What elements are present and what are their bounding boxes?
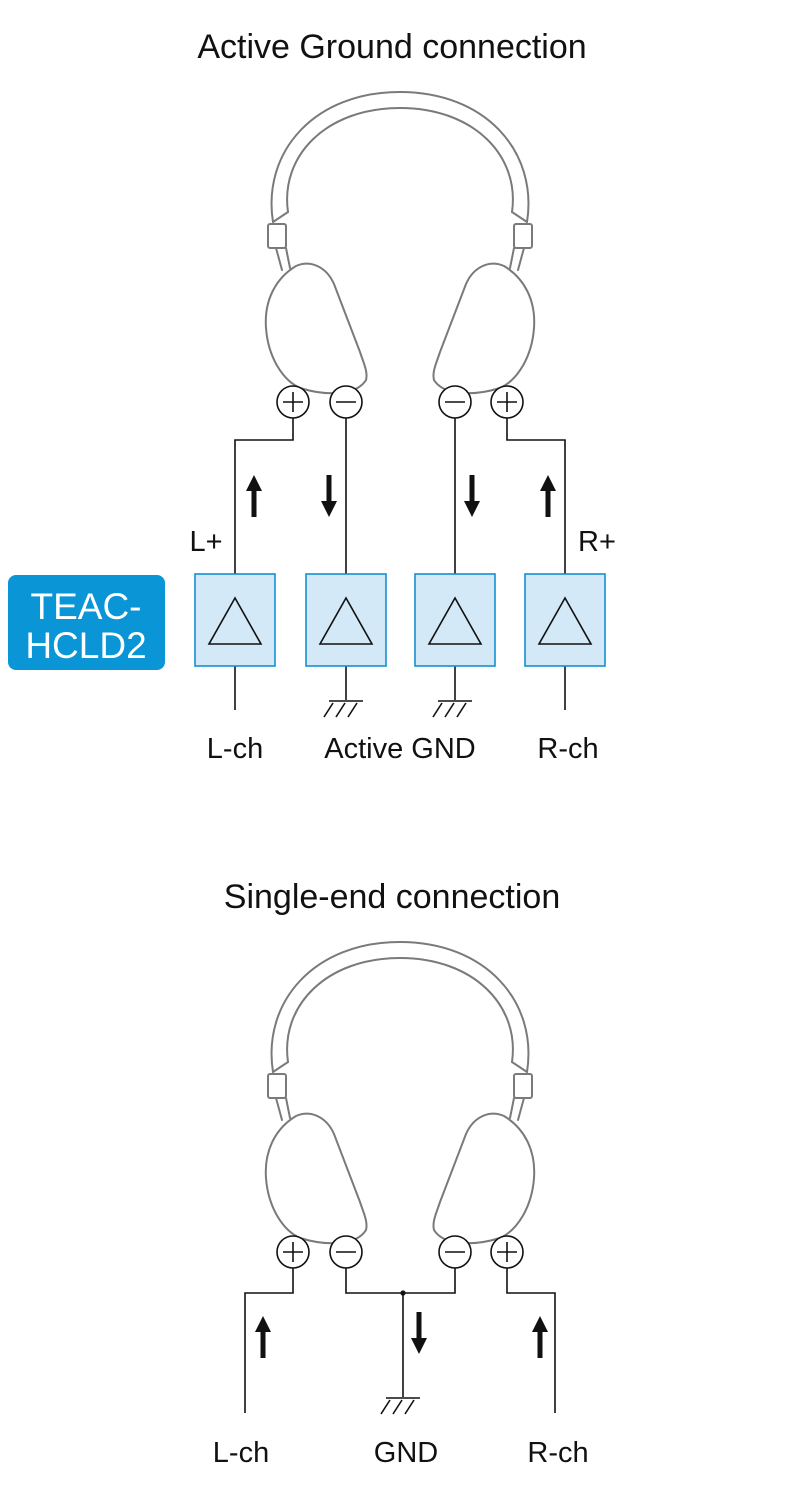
headphones-icon (264, 91, 536, 395)
arrow-down-icon (411, 1312, 427, 1354)
single-end-title: Single-end connection (224, 878, 560, 916)
active-ground-title: Active Ground connection (197, 28, 586, 66)
arrow-up-icon (255, 1316, 271, 1358)
label-r-plus: R+ (578, 526, 616, 558)
label-l-plus: L+ (189, 526, 222, 558)
device-badge-background (8, 575, 165, 670)
device-badge: TEAC- HCLD2 (8, 575, 165, 670)
ground-symbol-icon (380, 1397, 421, 1415)
label-l-ch: L-ch (207, 733, 263, 765)
arrow-up-icon (532, 1316, 548, 1358)
arrow-up-icon (246, 475, 262, 517)
plus-terminal-icon (276, 1235, 310, 1269)
device-badge-line2: HCLD2 (25, 625, 146, 666)
plus-terminal-icon (490, 385, 524, 419)
wiring (234, 418, 566, 710)
active-ground-section: Active Ground connection L+ R+ (8, 28, 616, 765)
amplifier-triangle-icon (414, 573, 496, 667)
minus-terminal-icon (329, 1235, 363, 1269)
amplifier-triangle-icon (524, 573, 606, 667)
arrow-up-icon (540, 475, 556, 517)
minus-terminal-icon (438, 385, 472, 419)
device-badge-line1: TEAC- (31, 586, 142, 627)
minus-terminal-icon (329, 385, 363, 419)
ground-symbol-icon (432, 700, 473, 718)
label-l-ch: L-ch (213, 1437, 269, 1469)
arrow-down-icon (321, 475, 337, 517)
amplifier-triangle-icon (194, 573, 276, 667)
single-end-section: Single-end connection L-ch GND R-ch (213, 878, 589, 1469)
junction-dot (400, 1290, 406, 1296)
label-active-gnd: Active GND (324, 733, 475, 765)
arrow-down-icon (464, 475, 480, 517)
plus-terminal-icon (490, 1235, 524, 1269)
headphones-icon (264, 941, 536, 1245)
plus-terminal-icon (276, 385, 310, 419)
wiring (244, 1268, 556, 1413)
amplifier-triangle-icon (305, 573, 387, 667)
minus-terminal-icon (438, 1235, 472, 1269)
label-gnd: GND (374, 1437, 438, 1469)
label-r-ch: R-ch (537, 733, 598, 765)
ground-symbol-icon (323, 700, 364, 718)
label-r-ch: R-ch (527, 1437, 588, 1469)
